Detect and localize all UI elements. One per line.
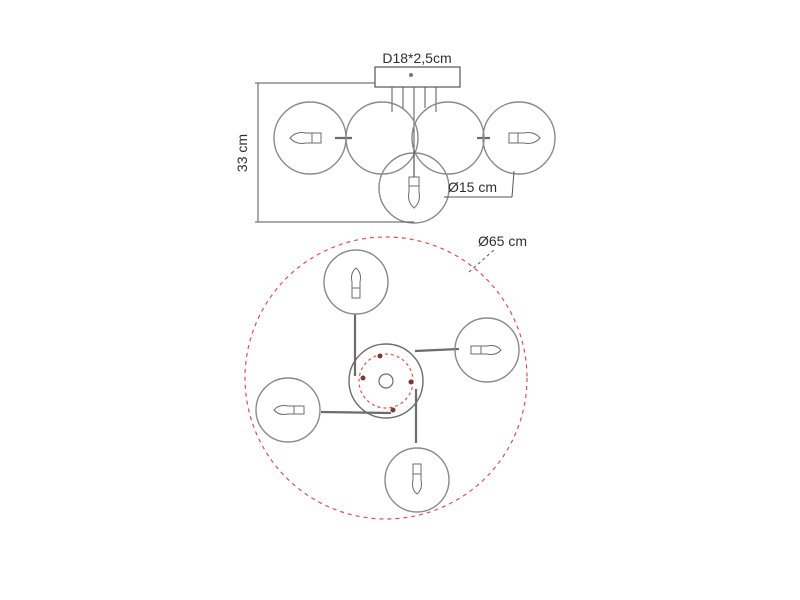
height-label: 33 cm: [234, 134, 250, 172]
top-bulb-left: [273, 405, 305, 415]
side-view: D18*2,5cm 33: [234, 50, 556, 224]
top-view: Ø65 cm: [244, 233, 528, 520]
top-globe-top: [323, 249, 389, 315]
top-globe-bottom: [384, 447, 450, 513]
top-bulb-right: [470, 345, 502, 355]
canopy-dimension-label: D18*2,5cm: [382, 50, 451, 66]
top-bulb-bottom: [412, 463, 422, 495]
overall-diameter-label: Ø65 cm: [478, 233, 527, 249]
top-globe-right: [454, 317, 520, 383]
side-globe-2: [345, 101, 419, 175]
canopy-top: [348, 343, 424, 419]
side-globe-3: [411, 101, 485, 175]
globe-diameter-label: Ø15 cm: [448, 179, 497, 195]
canopy-center: [378, 373, 394, 389]
arm-left: [320, 410, 392, 415]
canopy-inner-dashed: [358, 353, 414, 409]
overall-diameter-circle: [244, 236, 528, 520]
canopy-plate: [374, 66, 461, 88]
side-bulb-left: [289, 132, 322, 144]
side-bulb-right: [508, 132, 541, 144]
side-bulb-bottom: [408, 150, 420, 209]
side-globe-4: [482, 101, 556, 175]
top-bulb-top: [351, 267, 361, 299]
top-globe-left: [255, 377, 321, 443]
arm-right: [414, 347, 460, 353]
canopy-screw: [409, 73, 413, 77]
